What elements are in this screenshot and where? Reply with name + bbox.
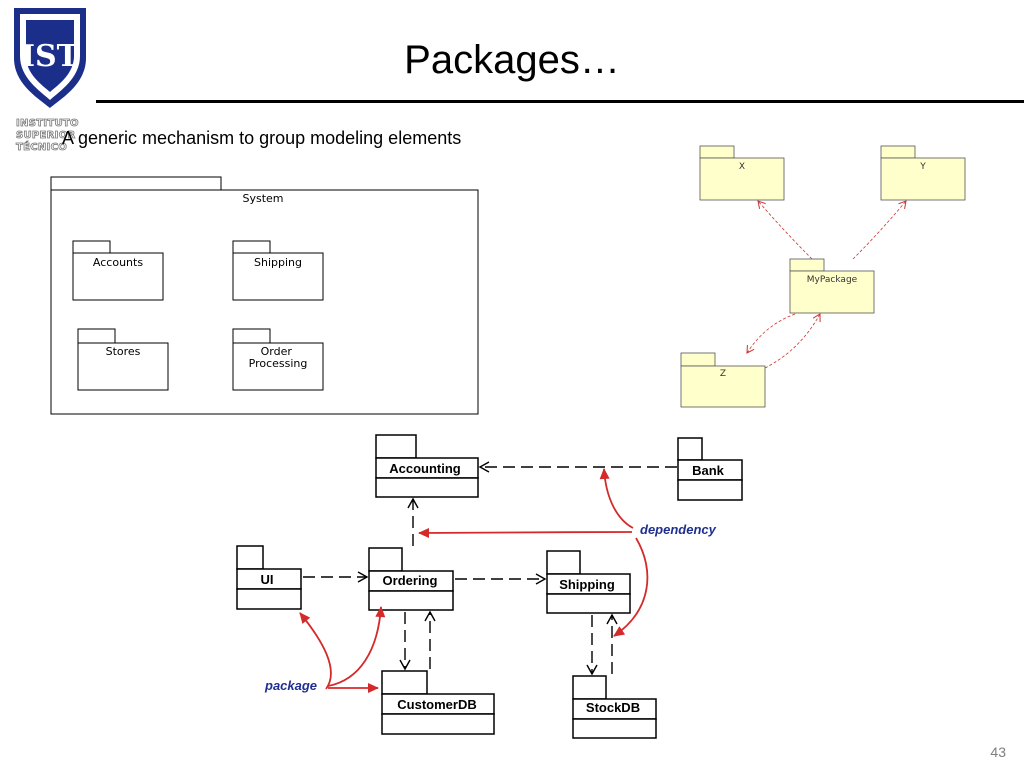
package-stockdb-label: StockDB [586, 700, 640, 715]
package-z: Z [680, 352, 766, 408]
package-ordering: Ordering [368, 547, 454, 611]
slide-title: Packages… [404, 38, 620, 82]
package-bank-label: Bank [692, 463, 725, 478]
bullet-text: A generic mechanism to group modeling el… [62, 128, 462, 148]
package-customerdb-label: CustomerDB [397, 697, 476, 712]
dep-mypackage-to-x [757, 200, 813, 260]
system-diagram: System Accounts Shipping Stores Order Pr… [50, 176, 479, 415]
package-accounts: Accounts [72, 240, 164, 301]
package-bank: Bank [677, 437, 743, 501]
title-divider [96, 100, 1024, 103]
package-order-processing: Order Processing [232, 328, 324, 391]
package-shipping-label: Shipping [254, 256, 302, 269]
package-ui-label: UI [261, 572, 274, 587]
logo-line-1: INSTITUTO [16, 118, 79, 130]
package-shipping-2: Shipping [546, 550, 631, 614]
package-stockdb: StockDB [572, 675, 657, 739]
annotation-package-to-ordering-arrow [327, 606, 386, 687]
package-customerdb: CustomerDB [381, 670, 495, 735]
package-z-label: Z [720, 369, 726, 379]
package-accounting: Accounting [375, 434, 479, 498]
package-ordering-label: Ordering [383, 573, 438, 588]
annotation-dependency-label: dependency [640, 522, 717, 537]
package-ui: UI [236, 545, 302, 610]
dependency-diagram: X Y MyPackage Z [680, 145, 966, 408]
package-stores-label: Stores [106, 345, 141, 358]
package-x: X [699, 145, 785, 201]
annotation-package-label: package [264, 678, 317, 693]
system-label: System [242, 192, 283, 205]
package-accounting-label: Accounting [389, 461, 461, 476]
institute-name: INSTITUTO SUPERIOR TÉCNICO [16, 118, 96, 154]
package-accounts-label: Accounts [93, 256, 143, 269]
page-number: 43 [990, 744, 1006, 760]
package-stores: Stores [77, 328, 169, 391]
package-shipping: Shipping [232, 240, 324, 301]
package-mypackage-label: MyPackage [807, 275, 858, 285]
annotation-dependency-to-ordering-arrow [418, 527, 633, 538]
svg-text:IST: IST [21, 39, 80, 74]
dep-mypackage-to-z [746, 313, 796, 354]
ordering-diagram: Accounting Bank UI Ordering Ship [236, 434, 743, 739]
logo-line-3: TÉCNICO [16, 142, 68, 154]
package-y-label: Y [919, 162, 926, 172]
logo-line-2: SUPERIOR [16, 130, 76, 142]
package-x-label: X [739, 162, 745, 172]
package-order-processing-label: Order Processing [249, 345, 308, 370]
dep-z-to-mypackage [764, 313, 821, 369]
annotation-dependency-to-bank-arrow [599, 468, 634, 529]
dep-mypackage-to-y [852, 200, 907, 260]
annotation-package-to-ui-arrow [299, 612, 332, 690]
package-mypackage: MyPackage [789, 258, 875, 314]
ist-shield-icon: IST [14, 8, 86, 108]
annotation-dependency-to-stockdb-arrow [613, 537, 649, 637]
system-tab [50, 176, 222, 191]
package-y: Y [880, 145, 966, 201]
package-shipping-2-label: Shipping [559, 577, 615, 592]
